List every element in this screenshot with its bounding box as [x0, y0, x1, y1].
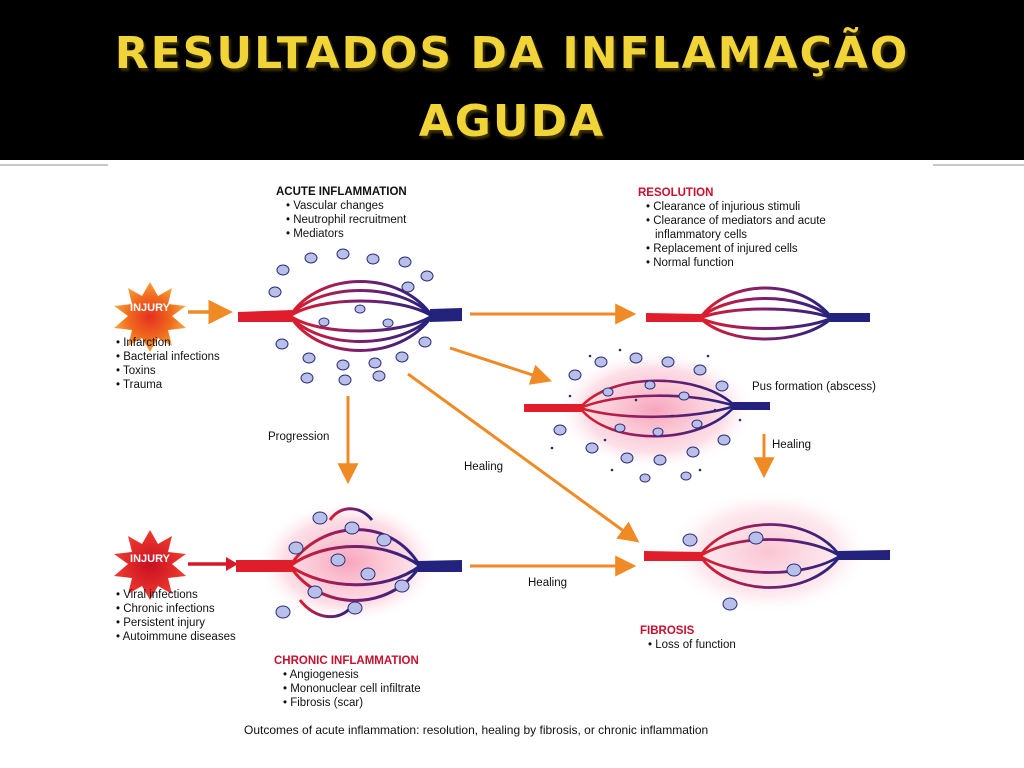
acute-heading: ACUTE INFLAMMATION	[276, 186, 407, 198]
fibrosis-heading: FIBROSIS	[640, 625, 695, 637]
figure-caption: Outcomes of acute inflammation: resoluti…	[244, 723, 708, 737]
resolution-bullet-2: • Clearance of mediators and acute	[646, 215, 826, 227]
resolution-text: RESOLUTION • Clearance of injurious stim…	[638, 187, 826, 269]
injury-chronic-bullet-1: • Viral infections	[116, 589, 198, 601]
injury-chronic-bullet-3: • Persistent injury	[116, 617, 205, 629]
abscess-vessel	[524, 348, 770, 483]
slide-title-line-1: RESULTADOS DA INFLAMAÇÃO	[114, 28, 910, 79]
chronic-bullet-2: • Mononuclear cell infiltrate	[283, 683, 421, 695]
resolution-vessel	[646, 286, 870, 341]
fibrosis-bullet-1: • Loss of function	[648, 639, 736, 651]
acute-text: ACUTE INFLAMMATION • Vascular changes • …	[276, 186, 407, 240]
injury-burst-acute: INJURY	[114, 282, 233, 352]
injury-label-chronic: INJURY	[130, 553, 171, 565]
healing-label-chronic: Healing	[528, 577, 567, 589]
resolution-bullet-4: • Normal function	[646, 257, 734, 269]
injury-chronic-bullet-4: • Autoimmune diseases	[116, 631, 236, 643]
fibrosis-text: FIBROSIS • Loss of function	[640, 625, 736, 651]
diagram-panel	[0, 160, 1024, 768]
chronic-cells	[275, 511, 410, 619]
divider-right	[933, 164, 1024, 166]
flow-arrows	[337, 303, 775, 577]
fibrosis-vessel	[644, 490, 890, 614]
abscess-cells	[553, 352, 731, 483]
abscess-debris	[550, 348, 742, 472]
healing-label-diagonal: Healing	[464, 461, 503, 473]
acute-bullet-1: • Vascular changes	[286, 200, 384, 212]
injury-label-acute: INJURY	[130, 302, 171, 314]
progression-label: Progression	[268, 431, 329, 443]
acute-bullet-2: • Neutrophil recruitment	[286, 214, 407, 226]
injury-acute-list: • Infarction • Bacterial infections • To…	[116, 337, 220, 391]
injury-chronic-bullet-2: • Chronic infections	[116, 603, 215, 615]
injury-acute-bullet-1: • Infarction	[116, 337, 171, 349]
injury-acute-bullet-2: • Bacterial infections	[116, 351, 220, 363]
acute-bullet-3: • Mediators	[286, 228, 344, 240]
injury-burst-chronic: INJURY	[114, 530, 238, 600]
chronic-bullet-3: • Fibrosis (scar)	[283, 697, 363, 709]
injury-acute-bullet-3: • Toxins	[116, 365, 156, 377]
fibrosis-cells	[682, 531, 802, 611]
acute-cells	[268, 248, 434, 386]
resolution-heading: RESOLUTION	[638, 187, 713, 199]
title-bar: RESULTADOS DA INFLAMAÇÃO AGUDA	[0, 0, 1024, 160]
arrow-to-abscess	[449, 346, 552, 385]
healing-label-abscess: Healing	[772, 439, 811, 451]
pus-formation-label: Pus formation (abscess)	[752, 381, 876, 393]
acute-inflammation-vessel	[238, 248, 462, 386]
chronic-bullet-1: • Angiogenesis	[283, 669, 359, 681]
resolution-bullet-2-cont: inflammatory cells	[655, 229, 747, 241]
arrow-healing-diagonal	[407, 372, 640, 543]
chronic-inflammation-vessel	[236, 500, 462, 624]
resolution-bullet-3: • Replacement of injured cells	[646, 243, 798, 255]
chronic-text: CHRONIC INFLAMMATION • Angiogenesis • Mo…	[274, 655, 421, 709]
resolution-bullet-1: • Clearance of injurious stimuli	[646, 201, 800, 213]
injury-chronic-list: • Viral infections • Chronic infections …	[116, 589, 236, 643]
divider-left	[0, 164, 108, 166]
slide-title-line-2: AGUDA	[418, 96, 606, 147]
injury-acute-bullet-4: • Trauma	[116, 379, 163, 391]
chronic-heading: CHRONIC INFLAMMATION	[274, 655, 419, 667]
